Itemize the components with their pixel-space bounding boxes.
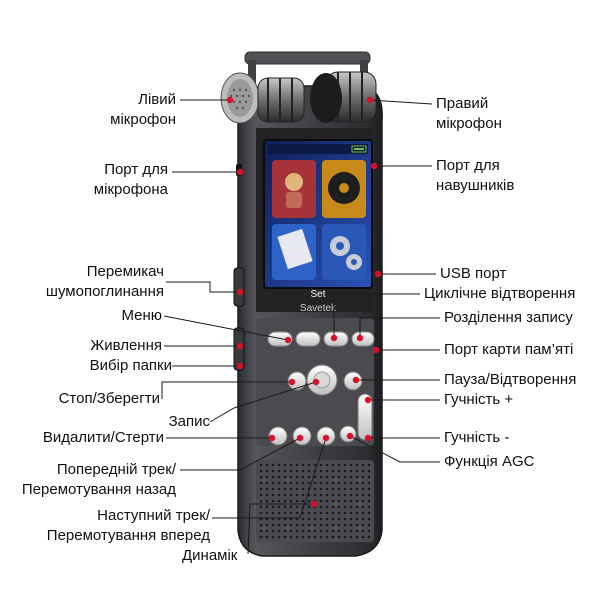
- label-prev-track: Попередній трек/Перемотування назад: [21, 461, 176, 498]
- volume-rocker[interactable]: [357, 393, 373, 441]
- screen-softkey-label: Set: [310, 289, 325, 300]
- label-next-track: Наступний трек/Перемотування вперед: [46, 507, 210, 544]
- callout-dot-volume-up: [364, 396, 372, 404]
- label-usb-port: USB порт: [440, 265, 507, 282]
- callout-dot-loop-play: [330, 334, 338, 342]
- label-speaker: Динамік: [182, 547, 238, 564]
- label-stop-save: Стоп/Зберегти: [58, 390, 160, 407]
- callout-dot-mic-port: [236, 168, 244, 176]
- label-menu: Меню: [121, 307, 162, 324]
- callout-dot-right-mic: [366, 96, 374, 104]
- callout-line-split-record: [359, 317, 440, 338]
- label-delete-erase: Видалити/Стерти: [42, 429, 164, 446]
- label-memory-card-port: Порт карти пам’яті: [444, 341, 574, 358]
- callout-dot-left-mic: [226, 96, 234, 104]
- callout-line-right-mic: [369, 99, 433, 105]
- callout-line-noise-switch: [166, 281, 240, 293]
- callout-dot-next-track: [322, 434, 330, 442]
- label-agc: Функція AGC: [444, 453, 535, 470]
- callout-line-prev-track: [180, 437, 301, 471]
- callout-dots: [226, 96, 382, 508]
- label-volume-down: Гучність -: [444, 429, 510, 446]
- label-pause-play: Пауза/Відтворення: [444, 371, 577, 388]
- label-volume-up: Гучність +: [444, 391, 514, 408]
- callout-line-loop-play: [333, 293, 420, 338]
- display-screen: Set: [263, 139, 373, 300]
- callout-dot-menu: [284, 336, 292, 344]
- callout-dot-volume-down: [364, 434, 372, 442]
- callout-line-stop-save: [161, 381, 292, 399]
- label-folder-select: Вибір папки: [89, 357, 172, 374]
- callout-dot-prev-track: [296, 434, 304, 442]
- stop-button[interactable]: [287, 371, 307, 391]
- callout-dot-record: [312, 378, 320, 386]
- callout-dot-split-record: [356, 334, 364, 342]
- label-record: Запис: [168, 413, 210, 430]
- left-microphone: [220, 72, 305, 124]
- callout-dot-headphone-port: [370, 162, 378, 170]
- callout-lines: [161, 99, 440, 555]
- callout-dot-delete-erase: [268, 434, 276, 442]
- callout-line-agc: [349, 435, 440, 463]
- brand-logo: Savetek: [300, 303, 337, 314]
- callout-dot-power: [236, 342, 244, 350]
- callout-dot-pause-play: [352, 376, 360, 384]
- callout-dot-noise-switch: [236, 288, 244, 296]
- callout-dot-memory-card-port: [372, 346, 380, 354]
- callout-dot-folder-select: [236, 362, 244, 370]
- callout-line-record: [209, 381, 317, 423]
- label-split-record: Розділення запису: [444, 309, 573, 326]
- label-power: Живлення: [90, 337, 162, 354]
- label-loop-play: Циклічне відтворення: [424, 285, 576, 302]
- record-button[interactable]: [306, 364, 338, 396]
- callout-line-speaker: [247, 503, 314, 555]
- callout-dot-speaker: [310, 500, 318, 508]
- right-microphone: [310, 71, 377, 123]
- callout-line-next-track: [212, 437, 327, 519]
- callout-dot-usb-port: [374, 270, 382, 278]
- callout-line-menu: [163, 315, 289, 341]
- callout-dot-agc: [346, 432, 354, 440]
- callout-dot-stop-save: [288, 378, 296, 386]
